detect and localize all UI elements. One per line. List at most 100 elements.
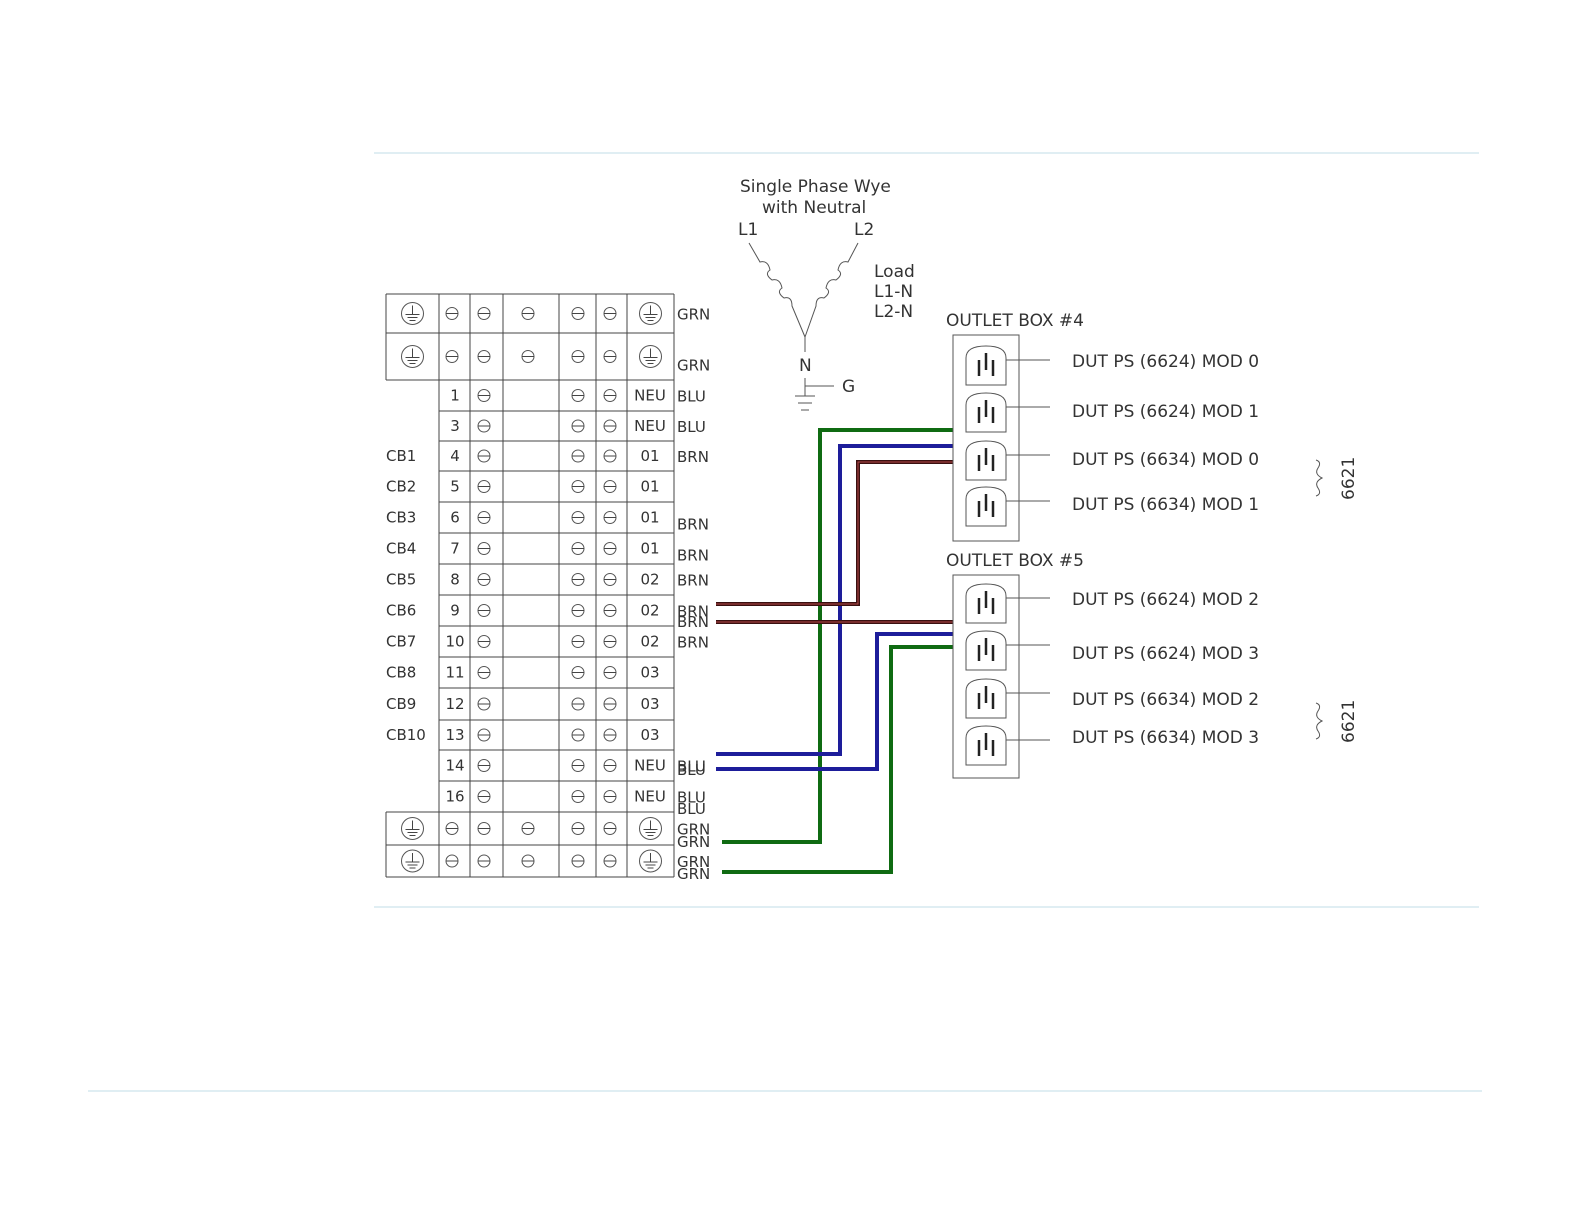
wire-label: BLU [677, 758, 706, 776]
screw-terminal-icon [603, 542, 617, 555]
outlet-icon [965, 630, 1007, 671]
ground-terminal-icon [639, 849, 662, 873]
outlet-icon [965, 583, 1007, 624]
wye-coil-right [804, 242, 859, 338]
wires [716, 428, 953, 874]
screw-terminal-icon [571, 419, 585, 433]
outlet-box-5-label-1: DUT PS (6624) MOD 3 [1072, 644, 1259, 664]
terminal-number: 4 [450, 447, 460, 465]
screw-terminal-icon [603, 666, 617, 679]
outlet-box-4-group-label: 6621 [1339, 457, 1359, 500]
breaker-label: CB9 [386, 695, 416, 713]
ground-terminal-icon [401, 817, 424, 840]
terminal-number: 14 [445, 757, 464, 775]
screw-terminal-icon [571, 635, 585, 648]
wire-green-box5 [722, 645, 953, 874]
screw-terminal-icon [521, 854, 535, 868]
terminal-number: 3 [450, 417, 460, 435]
outlet-icon [965, 486, 1007, 527]
screw-terminal-icon [603, 307, 617, 320]
terminal-tag: NEU [634, 788, 666, 806]
terminal-number: 8 [450, 571, 460, 589]
outlet-box-4-label-0: DUT PS (6624) MOD 0 [1072, 352, 1259, 372]
outlet-icon [965, 725, 1007, 766]
breaker-label: CB10 [386, 726, 426, 744]
screw-terminal-icon [571, 307, 585, 320]
terminal-tag: NEU [634, 387, 666, 405]
screw-terminal-icon [521, 822, 535, 835]
outlet-box-4-label-3: DUT PS (6634) MOD 1 [1072, 495, 1259, 515]
screw-terminal-icon [445, 307, 459, 320]
screw-terminal-icon [571, 822, 585, 835]
screw-terminal-icon [477, 307, 491, 320]
extra-wire-labels: BRN BLU BLU GRN GRN [677, 613, 710, 883]
screw-terminal-icon [603, 604, 617, 617]
wire-label: BRN [677, 603, 709, 621]
screw-terminal-icon [603, 728, 617, 742]
terminal-tag: NEU [634, 417, 666, 435]
breaker-label: CB6 [386, 602, 416, 620]
screw-terminal-icon [477, 666, 491, 679]
screw-terminal-icon [477, 854, 491, 868]
wire-label: BRN [677, 634, 709, 652]
terminal-tag: 03 [640, 695, 659, 713]
screw-terminal-icon [477, 790, 491, 803]
screw-terminal-icon [603, 350, 617, 363]
terminal-tag: 01 [640, 447, 659, 465]
terminal-number: 16 [445, 788, 464, 806]
wye-l2-label: L2 [854, 220, 874, 240]
terminal-number: 7 [450, 540, 460, 558]
ground-terminal-icon [639, 302, 662, 325]
wire-label-grn-extra-2: GRN [677, 865, 710, 883]
screw-terminal-icon [603, 511, 617, 524]
wye-n-label: N [799, 356, 812, 376]
wire-label: BLU [677, 418, 706, 436]
terminal-tag: 01 [640, 509, 659, 527]
terminal-number: 10 [445, 633, 464, 651]
terminal-number: 9 [450, 602, 460, 620]
wye-title-line1: Single Phase Wye [740, 177, 891, 197]
terminal-tag: 02 [640, 602, 659, 620]
terminal-number: 1 [450, 387, 460, 405]
ground-terminal-icon [401, 849, 424, 873]
breaker-label: CB3 [386, 509, 416, 527]
terminal-number: 12 [445, 695, 464, 713]
screw-terminal-icon [571, 480, 585, 493]
screw-terminal-icon [571, 790, 585, 803]
screw-terminal-icon [571, 389, 585, 402]
wye-l1-label: L1 [738, 220, 758, 240]
screw-terminal-icon [603, 389, 617, 402]
wire-brown-box4-core [716, 461, 953, 605]
screw-terminal-icon [477, 389, 491, 402]
terminal-tag: NEU [634, 757, 666, 775]
screw-terminal-icon [571, 666, 585, 679]
outlet-box-5-title: OUTLET BOX #5 [946, 551, 1084, 571]
outlet-box-5-frame [952, 574, 1020, 779]
wire-label: GRN [677, 853, 710, 871]
load-l2n-label: L2-N [874, 302, 913, 322]
wire-label: GRN [677, 357, 710, 375]
terminal-tag: 01 [640, 540, 659, 558]
screw-terminal-icon [603, 573, 617, 586]
screw-terminal-icon [571, 697, 585, 711]
wye-coil-left [748, 242, 806, 338]
terminal-number: 5 [450, 478, 460, 496]
outlet-box-5-label-0: DUT PS (6624) MOD 2 [1072, 590, 1259, 610]
screw-terminal-icon [477, 759, 491, 772]
screw-terminal-icon [603, 449, 617, 463]
outlet-icon [965, 678, 1007, 719]
screw-terminal-icon [603, 480, 617, 493]
outlet-box-4-label-2: DUT PS (6634) MOD 0 [1072, 450, 1259, 470]
screw-terminal-icon [603, 635, 617, 648]
wye-title-line2: with Neutral [762, 198, 866, 218]
outlet-icon [965, 345, 1007, 386]
outlet-box-5-label-2: DUT PS (6634) MOD 2 [1072, 690, 1259, 710]
outlet-box-4-frame [952, 334, 1020, 542]
wire-brown-box4 [716, 460, 953, 606]
screw-terminal-icon [571, 604, 585, 617]
outlet-box-5-label-3: DUT PS (6634) MOD 3 [1072, 728, 1259, 748]
wire-label: GRN [677, 306, 710, 324]
screw-terminal-icon [603, 697, 617, 711]
outlet-box-5-brace [1315, 702, 1324, 740]
ground-terminal-icon [639, 817, 662, 840]
